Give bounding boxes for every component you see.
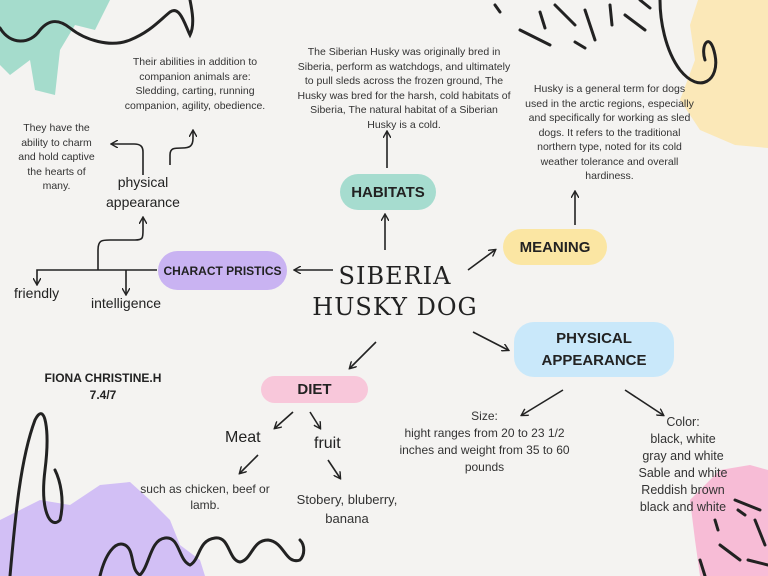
arrow-to-meaning (467, 250, 495, 271)
diet-node: DIET (261, 376, 368, 403)
fruit-label: fruit (314, 435, 341, 452)
author-name: FIONA CHRISTINE.H (44, 371, 162, 385)
characteristics-node: CHARACT PRISTICS (158, 251, 287, 290)
color-description: Color: black, white gray and white Sable… (638, 415, 728, 514)
abilities-description: Their abilities in addition to companion… (124, 56, 266, 112)
diet-label: DIET (297, 381, 332, 398)
habitats-node: HABITATS (340, 174, 436, 210)
arrow-to-diet (350, 341, 377, 368)
strokes-top-right (493, 0, 652, 50)
arrow-to-fruit (309, 411, 320, 428)
central-title: SIBERIA HUSKY DOG (310, 261, 480, 323)
fruit-description: Stobery, bluberry, banana (296, 492, 398, 526)
pink-blob-shape (690, 465, 768, 576)
yellow-blob-shape (680, 0, 768, 148)
lavender-blob-shape (0, 482, 205, 576)
mint-blob-shape (0, 0, 110, 95)
author-block: FIONA CHRISTINE.H 7.4/7 (33, 370, 173, 404)
physical-appearance-pill-label: PHYSICAL APPEARANCE (541, 329, 647, 369)
scribble-top-right (658, 0, 718, 85)
friendly-label: friendly (14, 285, 60, 301)
author-date: 7.4/7 (89, 388, 117, 402)
arrow-to-size (522, 389, 564, 415)
arrow-to-fruit-text (327, 459, 340, 478)
wave-bottom (98, 536, 306, 576)
meat-label: Meat (225, 429, 261, 446)
title-line-1: SIBERIA (338, 262, 452, 290)
physical-appearance-node: PHYSICAL APPEARANCE (514, 322, 674, 377)
habitats-label: HABITATS (351, 183, 425, 201)
scribble-top-left (0, 0, 195, 45)
characteristics-label: CHARACT PRISTICS (163, 263, 282, 278)
habitats-description: The Siberian Husky was originally bred i… (297, 46, 511, 131)
meaning-node: MEANING (503, 229, 607, 265)
title-line-2: HUSKY DOG (312, 293, 478, 321)
meaning-label: MEANING (519, 238, 591, 256)
intelligence-label: intelligence (91, 295, 162, 311)
arrow-to-charm-text (112, 144, 144, 175)
meat-description: such as chicken, beef or lamb. (140, 482, 270, 512)
arrow-to-abilities-text (169, 131, 193, 165)
scribble-bottom-left (8, 412, 64, 576)
arrow-to-physical (472, 331, 508, 350)
physical-appearance-label: physical appearance (106, 174, 180, 210)
size-description: Size: hight ranges from 20 to 23 1/2 inc… (399, 409, 570, 474)
arrow-to-meat (275, 411, 294, 428)
arrow-to-friendly (37, 269, 157, 284)
meaning-description: Husky is a general term for dogs used in… (525, 83, 694, 182)
strokes-bottom-right (698, 498, 768, 576)
arrow-to-color (624, 389, 663, 415)
charm-description: They have the ability to charm and hold … (18, 122, 95, 192)
arrow-to-meat-text (240, 454, 259, 473)
arrow-to-physical-label (97, 218, 143, 270)
